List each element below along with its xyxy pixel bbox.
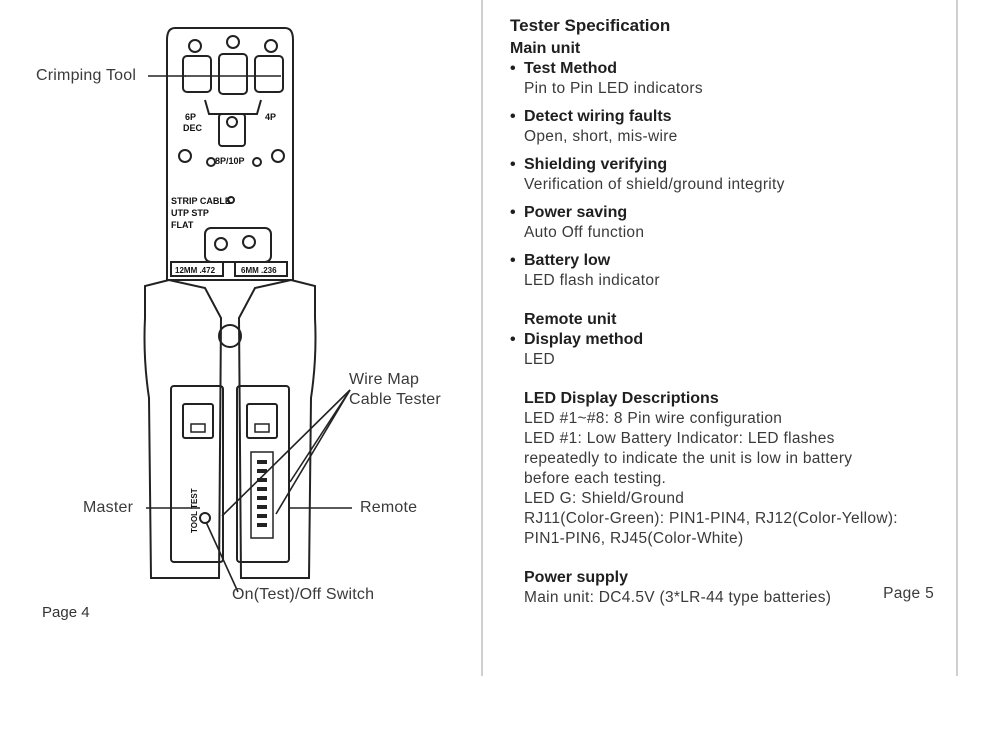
page-gutter: [481, 0, 483, 676]
spec-item-head: Test Method: [524, 60, 618, 77]
power-supply-row: Main unit: DC4.5V (3*LR-44 type batterie…: [510, 585, 934, 608]
led-line: before each testing.: [524, 470, 667, 487]
led-line: LED #1~#8: 8 Pin wire configuration: [524, 410, 783, 427]
die-label-4p: 4P: [265, 112, 276, 122]
bullet-icon: •: [510, 60, 516, 77]
spec-title: Tester Specification: [510, 16, 671, 35]
screw-icon: [271, 149, 285, 163]
right-page: Tester Specification Main unit • Test Met…: [510, 16, 940, 608]
switch-label: On(Test)/Off Switch: [232, 586, 375, 603]
remote-unit-heading: Remote unit: [524, 311, 617, 328]
screw-icon: [188, 39, 202, 53]
bullet-icon: •: [510, 156, 516, 173]
screw-icon: [226, 35, 240, 49]
remote-rj45-port: [246, 403, 278, 439]
spec-item-text: Pin to Pin LED indicators: [524, 80, 703, 97]
strip-slot-12mm: [170, 261, 224, 277]
spec-item-text: LED flash indicator: [524, 272, 660, 289]
led-line: LED G: Shield/Ground: [524, 490, 685, 507]
master-unit: [170, 385, 224, 563]
crimp-die-center: [218, 53, 248, 95]
center-die: [218, 113, 246, 147]
slot-label-6mm: 6MM .236: [241, 266, 277, 275]
master-rj45-port: [182, 403, 214, 439]
bullet-icon: •: [510, 252, 516, 269]
led-line: LED #1: Low Battery Indicator: LED flash…: [524, 430, 835, 447]
bullet-icon: •: [510, 331, 516, 348]
strip-label-utp: UTP STP: [171, 208, 209, 218]
spec-item: • Detect wiring faults Open, short, mis-w…: [510, 107, 940, 147]
tool-head-outline: [166, 27, 294, 281]
strip-slot-6mm: [234, 261, 288, 277]
die-label-8p: 8P/10P: [215, 156, 245, 166]
led-line: RJ11(Color-Green): PIN1-PIN4, RJ12(Color…: [524, 510, 898, 527]
spec-item-text: Verification of shield/ground integrity: [524, 176, 785, 193]
led-indicators: [257, 460, 267, 527]
tool-test-label: TOOL TEST: [190, 488, 199, 533]
spec-item-head: Shielding verifying: [524, 156, 668, 173]
spec-item-head: Power saving: [524, 204, 628, 221]
screw-icon: [178, 149, 192, 163]
crimping-tool-label: Crimping Tool: [36, 67, 137, 84]
spec-item: • Shielding verifying Verification of shi…: [510, 155, 940, 195]
cable-tester-label: Cable Tester: [349, 391, 441, 408]
slot-label-12mm: 12MM .472: [175, 266, 216, 275]
die-label-dec: DEC: [183, 123, 203, 133]
pivot-icon: [218, 324, 242, 348]
crimp-die-right: [254, 55, 284, 93]
remote-unit: [236, 385, 290, 563]
strip-label-flat: FLAT: [171, 220, 194, 230]
remote-label: Remote: [360, 499, 418, 516]
spec-item-text: Auto Off function: [524, 224, 645, 241]
right-handle: [237, 278, 317, 579]
die-label-6p: 6P: [185, 112, 196, 122]
spec-item-head: Detect wiring faults: [524, 108, 672, 125]
strip-label-cable: STRIP CABLE: [171, 196, 231, 206]
spec-item: • Test Method Pin to Pin LED indicators: [510, 59, 940, 99]
led-line: repeatedly to indicate the unit is low i…: [524, 450, 853, 467]
spec-item-text: Open, short, mis-wire: [524, 128, 678, 145]
page-number-right: Page 5: [883, 585, 934, 602]
led-descriptions-heading: LED Display Descriptions: [524, 390, 719, 407]
wire-map-label: Wire Map: [349, 371, 420, 388]
power-switch-icon: [199, 512, 211, 524]
page-number-left: Page 4: [42, 604, 90, 621]
spec-item: • Battery low LED flash indicator: [510, 251, 940, 291]
crimping-tester-illustration: 6P DEC 4P 8P/10P STRIP CABLE UTP STP FLA…: [143, 27, 317, 579]
page-edge: [956, 0, 958, 676]
display-method-head: Display method: [524, 331, 644, 348]
power-supply-heading: Power supply: [524, 569, 629, 586]
spec-item-head: Battery low: [524, 252, 611, 269]
master-label: Master: [83, 499, 134, 516]
display-method-text: LED: [524, 351, 556, 368]
main-unit-heading: Main unit: [510, 40, 581, 57]
screw-icon: [264, 39, 278, 53]
bullet-icon: •: [510, 108, 516, 125]
bullet-icon: •: [510, 204, 516, 221]
crimp-die-left: [182, 55, 212, 93]
led-line: PIN1-PIN6, RJ45(Color-White): [524, 530, 744, 547]
spec-item: • Power saving Auto Off function: [510, 203, 940, 243]
power-supply-text: Main unit: DC4.5V (3*LR-44 type batterie…: [524, 589, 832, 606]
